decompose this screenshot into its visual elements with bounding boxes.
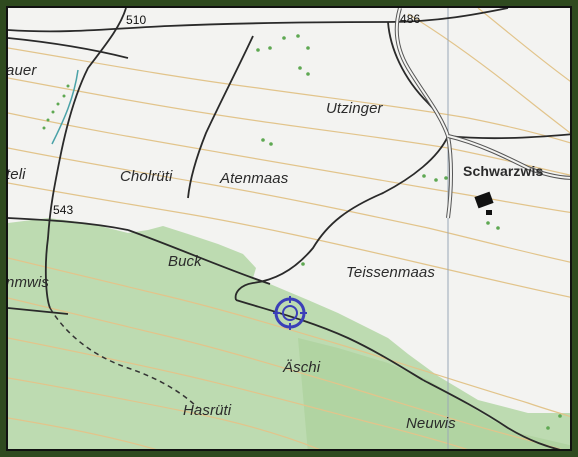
label-auer: auer [6,62,37,79]
vegetation-dots [42,34,562,430]
label-atenmaas: Atenmaas [220,170,289,187]
stream [51,69,79,145]
dashed-trail [49,307,199,409]
label-buck: Buck [168,253,202,270]
main-road [394,8,570,219]
label-aeschi: Äschi [283,359,321,376]
label-hasruti: Hasrüti [183,402,232,419]
label-cholruti: Cholrüti [120,168,173,185]
map-graphics [8,8,570,449]
label-teli: teli [6,166,26,183]
map-viewport[interactable]: auer teli Cholrüti Atenmaas Utzinger Sch… [6,6,572,451]
buildings [474,191,494,215]
label-elev-543: 543 [53,203,74,217]
label-nmwis: nmwis [6,274,50,291]
location-target-icon[interactable] [271,294,309,332]
contour-lines [8,8,570,449]
label-schwarzwis: Schwarzwis [463,163,544,179]
label-utzinger: Utzinger [326,100,383,117]
label-elev-486: 486 [400,12,421,26]
label-neuwis: Neuwis [406,415,456,432]
label-elev-510: 510 [126,13,147,27]
label-teissenmaas: Teissenmaas [346,264,435,281]
